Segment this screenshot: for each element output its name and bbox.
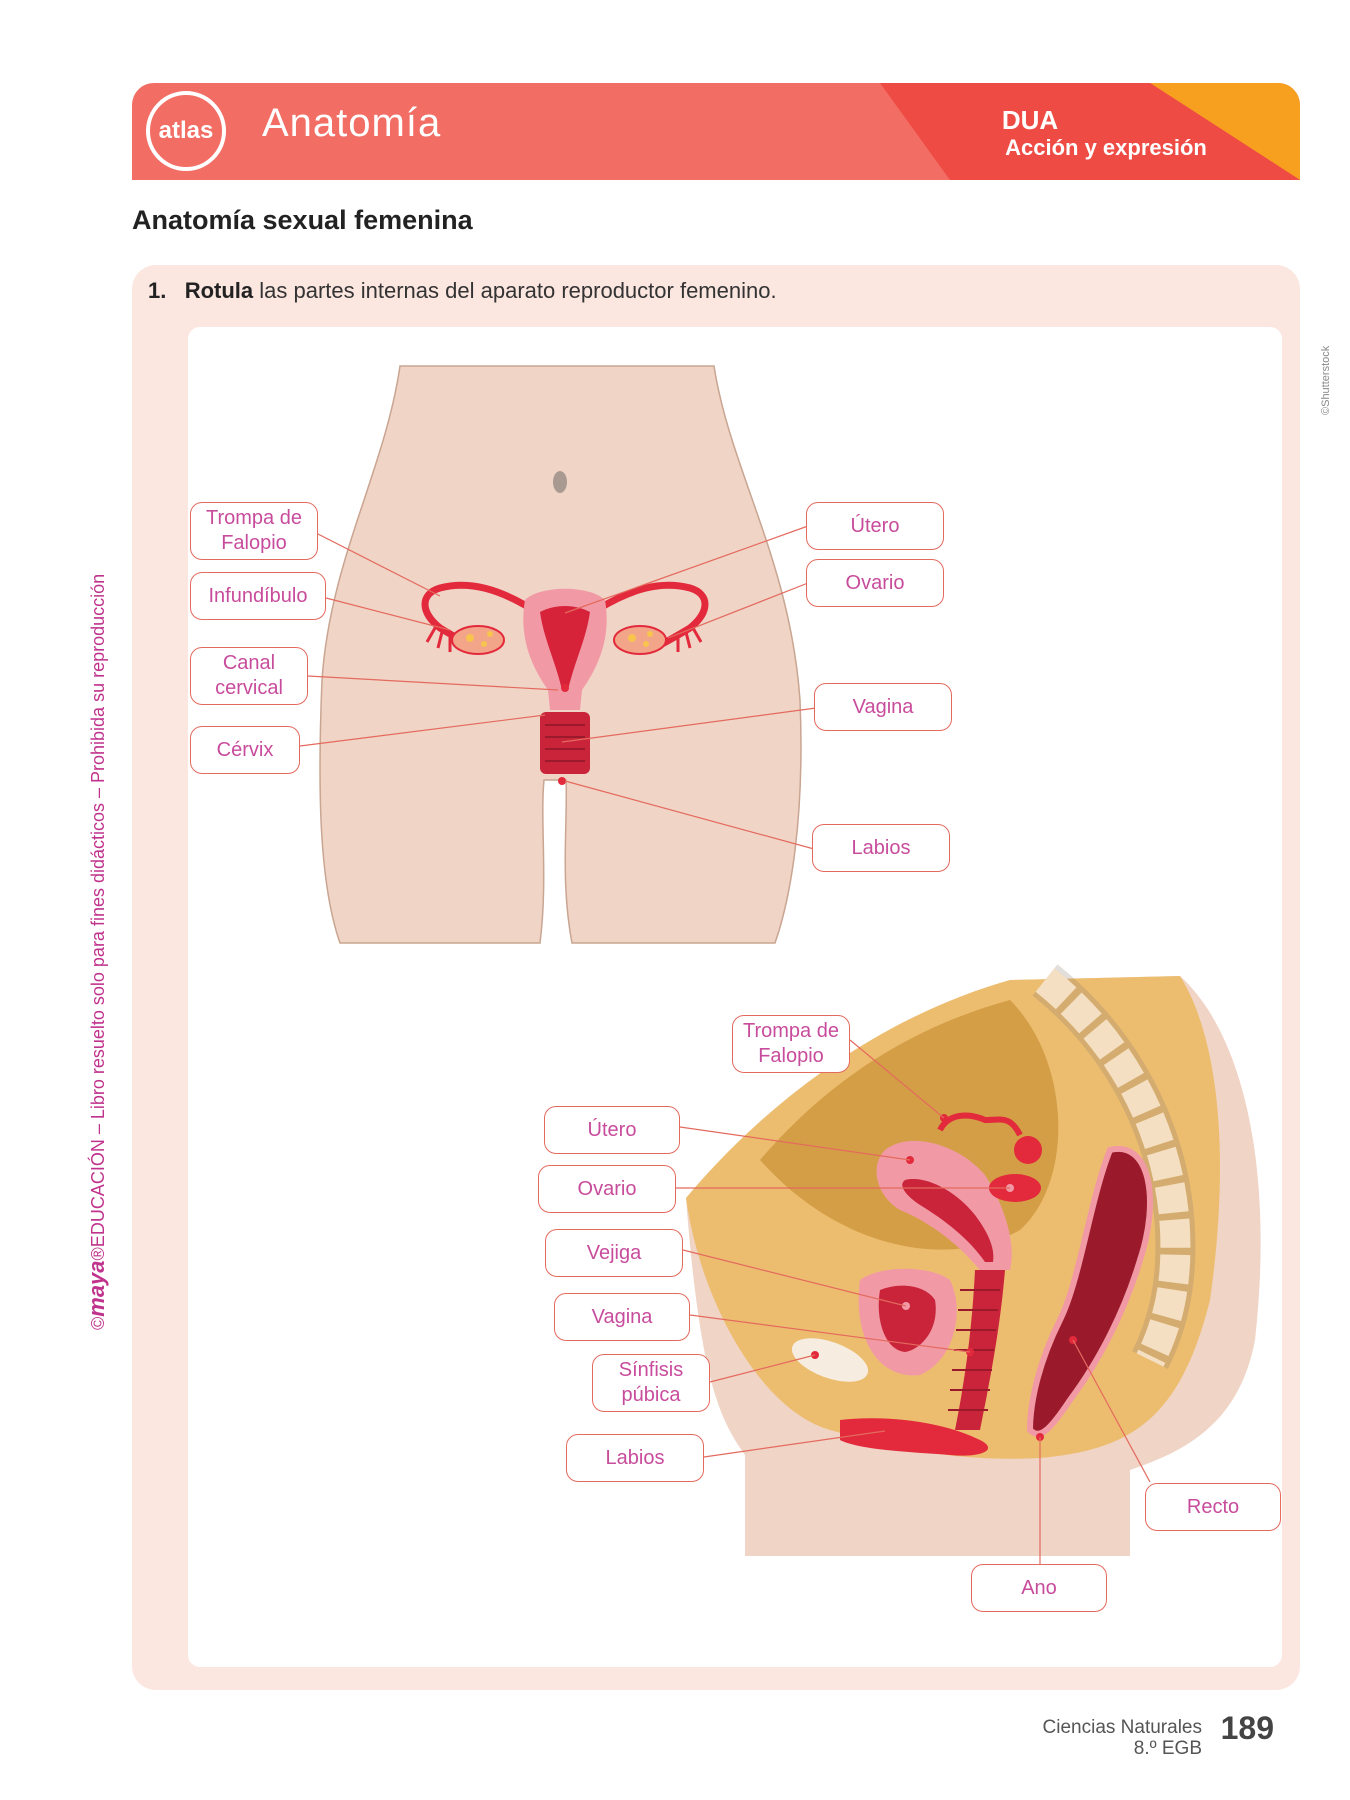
label-trompa-de-falopio-side[interactable]: Trompa de Falopio	[732, 1015, 850, 1073]
label-utero-front[interactable]: Útero	[806, 502, 944, 550]
label-vejiga-side[interactable]: Vejiga	[545, 1229, 683, 1277]
label-canal-cervical-front[interactable]: Canal cervical	[190, 647, 308, 705]
label-trompa-de-falopio-front[interactable]: Trompa de Falopio	[190, 502, 318, 560]
label-labios-side[interactable]: Labios	[566, 1434, 704, 1482]
dua-title: DUA	[1001, 105, 1059, 135]
exercise-text: las partes internas del aparato reproduc…	[253, 278, 777, 303]
copyright-vertical-text: ©maya®EDUCACIÓN – Libro resuelto solo pa…	[84, 574, 110, 1330]
label-sinfisis-publica-side[interactable]: Sínfisis púbica	[592, 1354, 710, 1412]
exercise-number: 1.	[148, 278, 167, 303]
label-infundibulo-front[interactable]: Infundíbulo	[190, 572, 326, 620]
copyright-notice: ®EDUCACIÓN – Libro resuelto solo para fi…	[88, 573, 108, 1261]
dua-subtitle: Acción y expresión	[1005, 135, 1207, 160]
footer-grade: 8.º EGB	[1133, 1737, 1202, 1759]
page-title: Anatomía	[262, 101, 442, 145]
dua-badge-background	[880, 83, 1300, 180]
header-banner: atlas Anatomía DUA Acción y expresión	[132, 83, 1300, 180]
navel-icon	[553, 471, 567, 493]
footer-subject: Ciencias Naturales 8.º EGB	[1042, 1717, 1202, 1760]
label-vagina-side[interactable]: Vagina	[554, 1293, 690, 1341]
copyright-symbol: ©	[88, 1316, 108, 1330]
label-vagina-front[interactable]: Vagina	[814, 683, 952, 731]
label-ovario-front[interactable]: Ovario	[806, 559, 944, 607]
image-credit: ©Shutterstock	[1320, 345, 1332, 415]
front-reproductive-organs	[421, 581, 709, 785]
atlas-logo: atlas	[146, 91, 226, 171]
page-number: 189	[1220, 1710, 1274, 1746]
label-utero-side[interactable]: Útero	[544, 1106, 680, 1154]
section-title: Anatomía sexual femenina	[132, 205, 473, 235]
side-reproductive-organs	[811, 1112, 1153, 1456]
maya-brand: maya	[84, 1260, 109, 1317]
label-ano-side[interactable]: Ano	[971, 1564, 1107, 1612]
label-recto-side[interactable]: Recto	[1145, 1483, 1281, 1531]
label-cervix-front[interactable]: Cérvix	[190, 726, 300, 774]
label-labios-front[interactable]: Labios	[812, 824, 950, 872]
footer-subject-name: Ciencias Naturales	[1042, 1717, 1202, 1738]
label-ovario-side[interactable]: Ovario	[538, 1165, 676, 1213]
exercise-verb: Rotula	[184, 278, 254, 303]
exercise-instruction: 1. Rotula las partes internas del aparat…	[148, 278, 777, 304]
front-leader-lines	[299, 525, 817, 850]
side-leader-lines	[676, 1039, 1151, 1565]
